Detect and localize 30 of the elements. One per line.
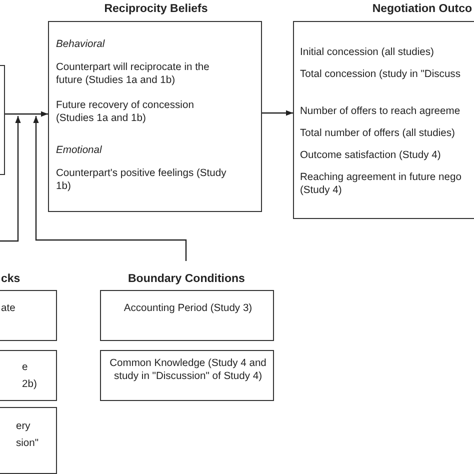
item-text: ery sion": [16, 420, 40, 451]
heading: Negotiation Outco: [371, 3, 472, 16]
item-text: e 2b): [22, 361, 38, 392]
item-text: Common Knowledge (Study 4 and study in "Discussion" of Study 4): [108, 357, 268, 383]
box: [0, 65, 5, 175]
item-text: Counterpart will reciprocate in the future (Studies 1a and 1b): [56, 61, 210, 87]
process-box: [0, 350, 57, 401]
arrow: [0, 116, 21, 242]
process-box: [100, 290, 274, 341]
item-text: Number of offers to reach agreeme: [300, 105, 462, 118]
item-text: Total number of offers (all studies): [300, 127, 456, 140]
item-text: Total concession (study in "Discuss: [300, 68, 462, 81]
heading: Boundary Conditions: [128, 273, 246, 286]
arrow: [262, 110, 293, 116]
heading: cks: [1, 273, 21, 286]
process-box: [100, 350, 274, 401]
heading: Reciprocity Beliefs: [103, 3, 209, 16]
item-text: Outcome satisfaction (Study 4): [300, 149, 442, 162]
process-box: [0, 407, 57, 474]
item-text: ate: [1, 302, 16, 315]
item-text: Counterpart's positive feelings (Study 1b): [56, 167, 228, 193]
item-text: Initial concession (all studies): [300, 46, 435, 59]
arrow: [33, 116, 187, 261]
item-text: Future recovery of concession (Studies 1a and 1b): [56, 99, 195, 125]
subheading: Emotional: [56, 144, 103, 157]
process-box: [0, 290, 57, 341]
arrow: [5, 111, 48, 117]
item-text: Reaching agreement in future nego (Study 4): [300, 171, 462, 197]
subheading: Behavioral: [56, 38, 106, 51]
item-text: Accounting Period (Study 3): [122, 302, 254, 315]
